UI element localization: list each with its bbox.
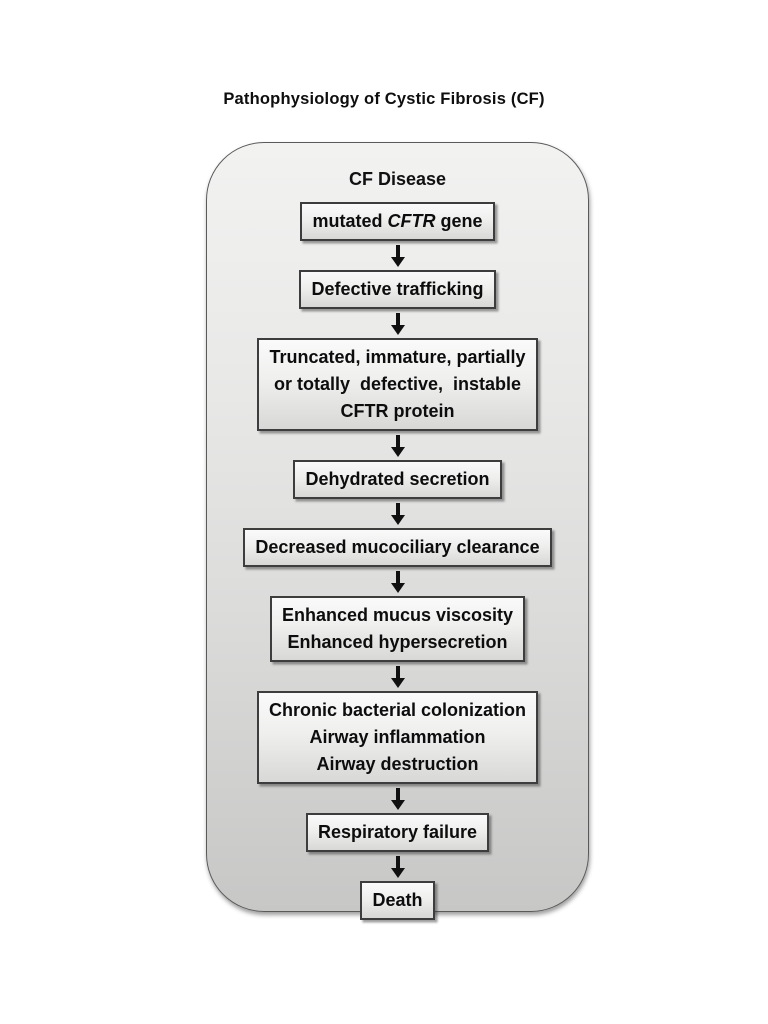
flow-box-text: Enhanced hypersecretion	[287, 632, 508, 652]
flow-box-defective-trafficking: Defective trafficking	[299, 270, 496, 309]
arrow-head	[390, 257, 405, 267]
flow-box-text: or totally defective, instable	[273, 374, 522, 394]
flow-box-line: mutated CFTR gene	[312, 208, 482, 235]
flow-box-text: Airway destruction	[316, 754, 479, 774]
flow-box-mutated-cftr-gene: mutated CFTR gene	[300, 202, 495, 241]
flow-box-line: Airway inflammation	[269, 724, 526, 751]
arrow-head	[390, 325, 405, 335]
flow-box-line: Death	[372, 887, 422, 914]
gene-name-italic: CFTR	[387, 211, 436, 231]
down-arrow-icon	[390, 571, 405, 593]
down-arrow-icon	[390, 503, 405, 525]
flow-box-decreased-mucociliary-clearance: Decreased mucociliary clearance	[243, 528, 552, 567]
flow-box-death: Death	[360, 881, 435, 920]
flow-box-line: Truncated, immature, partially	[269, 344, 525, 371]
flow-box-line: Defective trafficking	[311, 276, 483, 303]
flow-box-line: Respiratory failure	[318, 819, 477, 846]
flow-box-text: Chronic bacterial colonization	[268, 700, 527, 720]
flow-box-respiratory-failure: Respiratory failure	[305, 813, 490, 852]
arrow-stem	[395, 666, 400, 678]
arrow-stem	[395, 856, 400, 868]
flow-box-text: Decreased mucociliary clearance	[255, 537, 540, 557]
arrow-head	[390, 447, 405, 457]
arrow-head	[390, 800, 405, 810]
flow-box-line: Airway destruction	[269, 751, 526, 778]
flow-box-text: gene	[435, 211, 483, 231]
flow-box-dehydrated-secretion: Dehydrated secretion	[293, 460, 502, 499]
flow-box-line: or totally defective, instable	[269, 371, 525, 398]
flow-box-text: Enhanced mucus viscosity	[281, 605, 514, 625]
flow-box-text: Airway inflammation	[309, 727, 486, 747]
flow-box-line: Dehydrated secretion	[305, 466, 489, 493]
down-arrow-icon	[390, 313, 405, 335]
flow-box-text: Respiratory failure	[317, 822, 478, 842]
flow-box-line: Chronic bacterial colonization	[269, 697, 526, 724]
arrow-stem	[395, 788, 400, 800]
flow-box-text: Defective trafficking	[311, 279, 484, 299]
flow-box-line: Enhanced hypersecretion	[282, 629, 513, 656]
flowchart-heading: CF Disease	[348, 169, 447, 189]
flow-box-text: Dehydrated secretion	[305, 469, 490, 489]
flow-box-text: CFTR protein	[340, 401, 455, 421]
arrow-stem	[395, 313, 400, 325]
flow-box-text: Death	[372, 890, 423, 910]
arrow-stem	[395, 435, 400, 447]
down-arrow-icon	[390, 666, 405, 688]
arrow-head	[390, 583, 405, 593]
down-arrow-icon	[390, 788, 405, 810]
arrow-head	[390, 678, 405, 688]
flow-box-line: Enhanced mucus viscosity	[282, 602, 513, 629]
down-arrow-icon	[390, 435, 405, 457]
flow-box-text: Truncated, immature, partially	[269, 347, 526, 367]
arrow-head	[390, 868, 405, 878]
arrow-stem	[395, 571, 400, 583]
down-arrow-icon	[390, 856, 405, 878]
flow-box-defective-cftr-protein: Truncated, immature, partially or totally…	[257, 338, 538, 431]
flow-box-line: CFTR protein	[269, 398, 525, 425]
flow-box-line: Decreased mucociliary clearance	[255, 534, 539, 561]
down-arrow-icon	[390, 245, 405, 267]
arrow-stem	[395, 503, 400, 515]
arrow-stem	[395, 245, 400, 257]
page-title: Pathophysiology of Cystic Fibrosis (CF)	[223, 90, 545, 108]
arrow-head	[390, 515, 405, 525]
flow-box-text: mutated	[312, 211, 388, 231]
